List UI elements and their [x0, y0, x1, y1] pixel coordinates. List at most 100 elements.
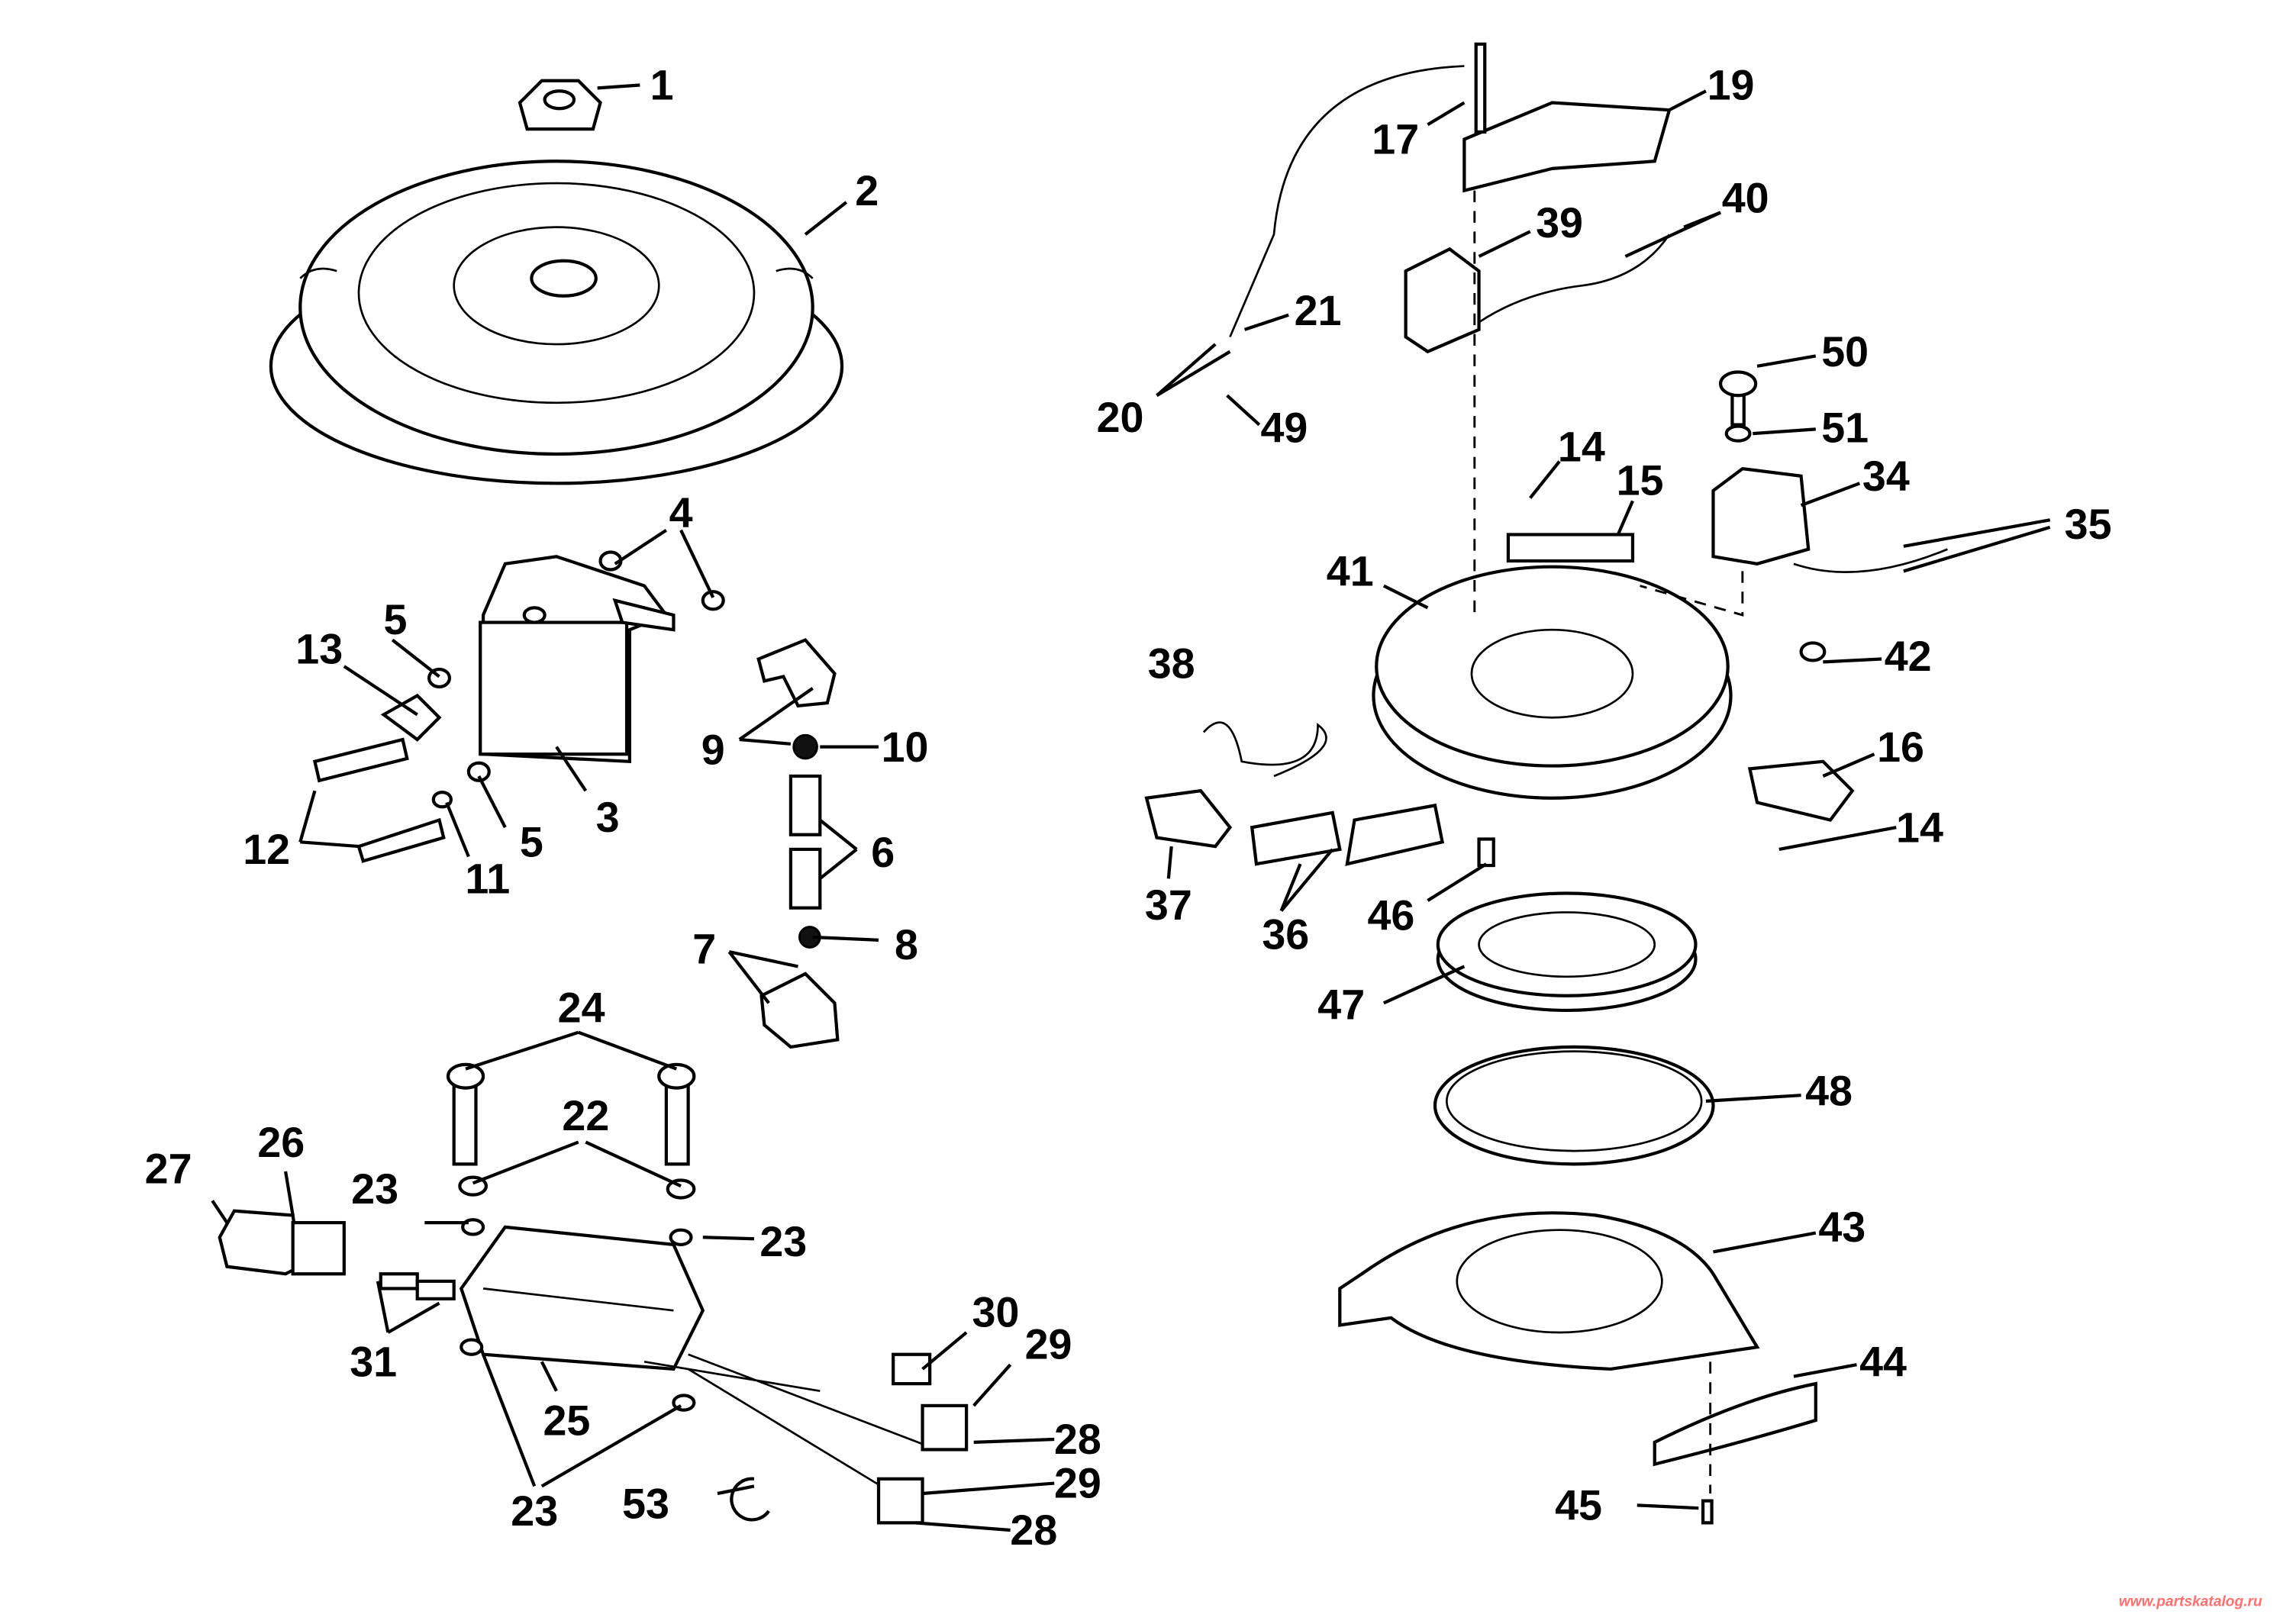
leader-line	[702, 1236, 755, 1241]
callout-label: 3	[596, 794, 620, 841]
support-plates	[1433, 837, 1715, 1166]
callout-label: 24	[558, 984, 605, 1031]
leader-line	[922, 1481, 1055, 1496]
leader-line	[298, 790, 317, 843]
leader-line	[614, 528, 668, 566]
leader-line	[812, 935, 879, 942]
callout-label: 17	[1372, 116, 1419, 163]
callout-label: 15	[1617, 457, 1664, 504]
callout-label: 4	[669, 489, 693, 536]
callout-label: 31	[350, 1339, 397, 1386]
leader-line	[1756, 354, 1817, 368]
callout-label: 39	[1536, 199, 1583, 246]
leader-line	[1529, 460, 1561, 499]
leader-line	[376, 1281, 390, 1333]
callout-label: 21	[1295, 287, 1342, 334]
callout-label: 6	[871, 829, 895, 876]
callout-label: 5	[520, 819, 543, 866]
callout-label: 44	[1859, 1339, 1907, 1386]
leader-line	[804, 201, 848, 236]
callout-label: 53	[622, 1481, 669, 1528]
callout-label: 28	[1010, 1506, 1057, 1554]
callout-label: 1	[650, 62, 674, 109]
leader-line	[1793, 1363, 1857, 1378]
callout-label: 20	[1097, 394, 1144, 441]
leader-line	[1156, 350, 1231, 398]
leader-line	[1382, 584, 1429, 610]
callout-label: 42	[1885, 633, 1932, 680]
leader-line	[1279, 863, 1302, 912]
callout-label: 36	[1262, 910, 1309, 958]
leader-line	[1478, 230, 1531, 258]
leader-line	[540, 1404, 682, 1488]
leader-line	[1903, 518, 2051, 548]
leader-line	[717, 1484, 755, 1496]
leader-line	[727, 950, 770, 1004]
callout-label: 29	[1054, 1460, 1101, 1507]
leader-line	[921, 1331, 968, 1371]
callout-label: 10	[882, 723, 929, 771]
callout-label: 9	[701, 727, 725, 774]
callout-label: 2	[855, 167, 879, 214]
leader-line	[387, 1301, 440, 1334]
callout-label: 26	[257, 1119, 305, 1166]
callout-label: 22	[562, 1092, 609, 1139]
leader-line	[1616, 500, 1634, 536]
power-pack	[218, 1062, 969, 1525]
leader-line	[973, 1437, 1055, 1444]
leader-line	[728, 950, 798, 968]
leader-line	[738, 687, 814, 741]
leader-line	[211, 1200, 229, 1224]
leader-line	[578, 1030, 678, 1071]
ignition-coil	[479, 555, 676, 764]
timer-base	[1372, 533, 1733, 800]
leader-line	[1753, 427, 1816, 436]
leader-line	[1226, 394, 1261, 427]
callout-label: 48	[1805, 1068, 1853, 1115]
flywheel	[269, 160, 844, 485]
leader-line	[585, 1140, 682, 1188]
leader-line	[597, 83, 640, 90]
leader-lines	[211, 83, 2051, 1532]
watermark: www.partskatalog.ru	[2119, 1594, 2262, 1610]
connectors	[1144, 721, 1445, 866]
callout-label: 8	[895, 921, 918, 968]
leader-line	[818, 848, 858, 880]
leader-line	[1713, 1231, 1817, 1254]
callout-label: 47	[1317, 981, 1365, 1028]
leader-line	[540, 1361, 558, 1392]
leader-line	[1637, 1503, 1699, 1510]
callout-label: 30	[972, 1288, 1020, 1336]
callout-label: 25	[543, 1397, 590, 1444]
callout-label: 46	[1368, 891, 1415, 939]
callout-label: 37	[1145, 881, 1192, 929]
leader-line	[465, 1030, 579, 1071]
callout-label: 40	[1722, 174, 1769, 221]
leader-line	[1279, 848, 1334, 912]
leader-line	[1427, 862, 1488, 902]
leader-line	[477, 775, 507, 829]
leader-line	[1382, 965, 1466, 1005]
callout-label: 49	[1260, 404, 1308, 452]
callout-label: 51	[1821, 404, 1869, 452]
leader-line	[972, 1363, 1012, 1407]
callout-label: 23	[351, 1165, 398, 1213]
callout-label: 38	[1148, 640, 1195, 687]
callout-label: 27	[145, 1145, 192, 1192]
leader-line	[1823, 657, 1882, 664]
leader-line	[818, 818, 858, 851]
callout-label: 12	[243, 826, 290, 873]
callout-label: 41	[1327, 548, 1374, 595]
flywheel-nut	[518, 79, 602, 131]
callout-label: 45	[1555, 1482, 1602, 1529]
leader-line	[739, 737, 792, 746]
leader-line	[1427, 101, 1466, 127]
callout-label: 14	[1558, 424, 1605, 471]
leader-line	[1903, 525, 2051, 573]
leader-line	[391, 638, 440, 678]
leader-line	[1800, 482, 1861, 508]
leader-line	[472, 1140, 579, 1185]
leader-line	[1778, 826, 1897, 851]
callout-label: 14	[1896, 804, 1943, 851]
callout-label: 5	[383, 596, 407, 643]
